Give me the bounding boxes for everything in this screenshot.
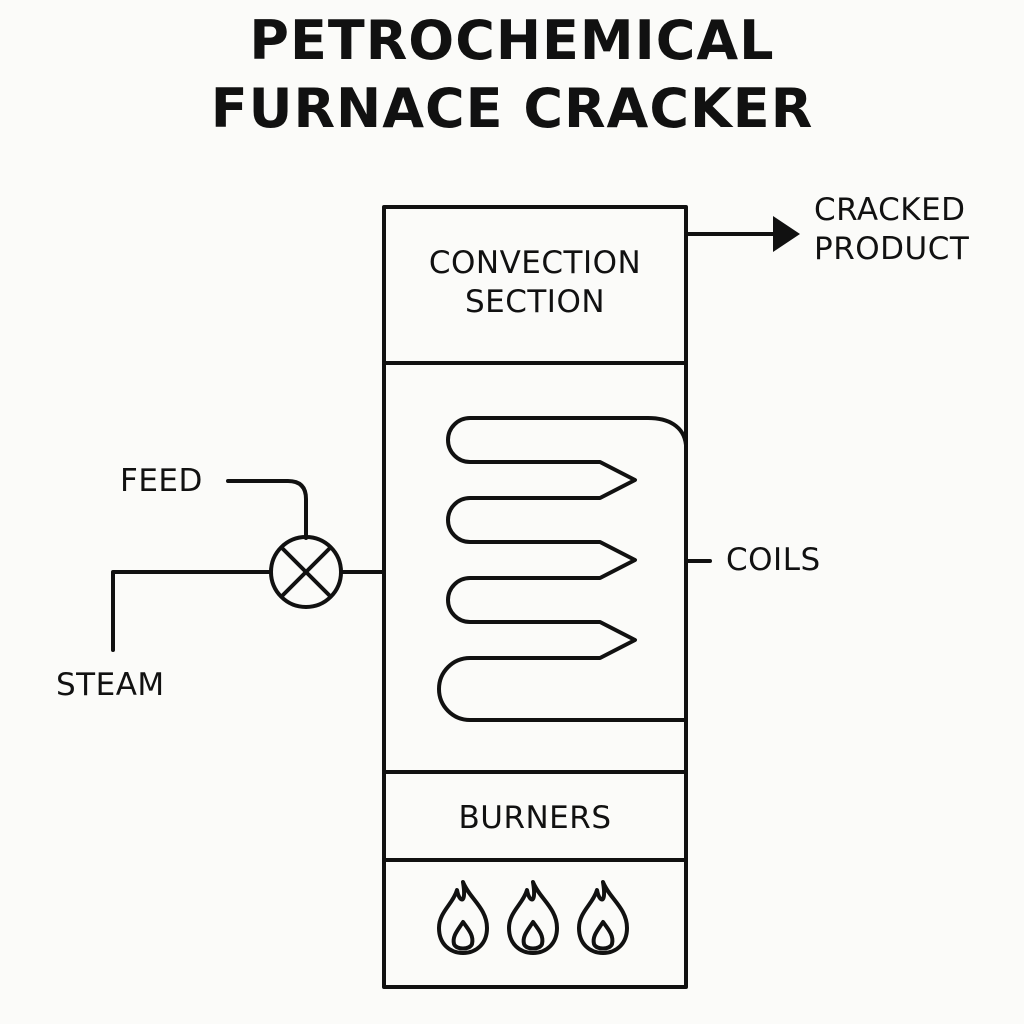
- flame-icon: [577, 880, 629, 955]
- convection-label-line-1: CONVECTION: [428, 245, 642, 281]
- steam-label: STEAM: [56, 667, 165, 703]
- feed-label: FEED: [120, 463, 203, 499]
- steam-line: [111, 570, 272, 652]
- mixing-valve-icon: [269, 535, 343, 609]
- coil-path: [437, 416, 688, 722]
- convection-label-line-2: SECTION: [464, 284, 606, 320]
- burners-label: BURNERS: [458, 800, 612, 836]
- title-line-2: FURNACE CRACKER: [210, 77, 814, 140]
- flame-icon: [437, 880, 489, 955]
- title-line-1: PETROCHEMICAL: [249, 9, 775, 72]
- feed-line: [226, 479, 308, 540]
- coils-label: COILS: [726, 542, 821, 578]
- furnace-body: [382, 205, 688, 989]
- arrow-right-icon: [773, 216, 800, 252]
- flame-icon: [507, 880, 559, 955]
- product-label-line-1: CRACKED: [814, 192, 966, 228]
- product-label-line-2: PRODUCT: [814, 231, 970, 267]
